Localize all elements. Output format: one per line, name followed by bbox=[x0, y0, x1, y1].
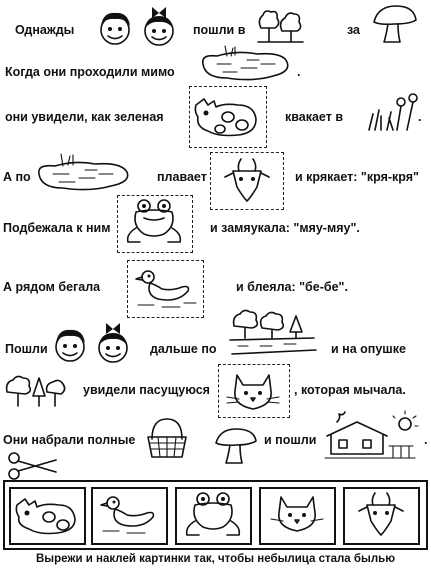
story-text: они увидели, как зеленая bbox=[5, 110, 164, 124]
house-icon bbox=[323, 410, 419, 462]
frog-picture-slot bbox=[117, 195, 193, 253]
mushroom-icon bbox=[212, 425, 260, 467]
cutout-card-frog[interactable] bbox=[175, 487, 252, 545]
trees-icon bbox=[3, 370, 69, 410]
story-text: плавает bbox=[157, 170, 207, 184]
story-text: увидели пасущуюся bbox=[83, 383, 210, 397]
story-text: Подбежала к ним bbox=[3, 221, 111, 235]
scissors-icon bbox=[6, 452, 62, 480]
cutout-card-duck[interactable] bbox=[91, 487, 168, 545]
basket-icon bbox=[144, 415, 190, 461]
story-text: и замяукала: "мяу-мяу". bbox=[210, 221, 360, 235]
story-text: и крякает: "кря-кря" bbox=[295, 170, 419, 184]
cutout-card-cat[interactable] bbox=[259, 487, 336, 545]
boy-face-icon bbox=[50, 325, 90, 365]
story-text: дальше по bbox=[150, 342, 217, 356]
boy-face-icon bbox=[95, 10, 135, 46]
cutout-card-cow[interactable] bbox=[9, 487, 86, 545]
story-text: А по bbox=[3, 170, 31, 184]
instruction-caption: Вырежи и наклей картинки так, чтобы небы… bbox=[35, 553, 396, 565]
story-text: за bbox=[347, 23, 361, 37]
pond-icon bbox=[33, 150, 133, 196]
girl-face-icon bbox=[92, 320, 134, 366]
story-text: . bbox=[418, 110, 422, 124]
story-text: . bbox=[297, 65, 301, 79]
story-text: Когда они проходили мимо bbox=[5, 65, 175, 79]
cat-picture-slot bbox=[218, 364, 290, 418]
girl-face-icon bbox=[138, 4, 180, 48]
trees-icon bbox=[255, 6, 305, 44]
story-text: Однажды bbox=[15, 23, 75, 37]
cutout-strip bbox=[3, 480, 428, 550]
story-text: и пошли bbox=[264, 433, 317, 447]
story-text: Они набрали полные bbox=[3, 433, 136, 447]
story-text: А рядом бегала bbox=[3, 280, 101, 294]
story-text: пошли в bbox=[193, 23, 246, 37]
mushroom-icon bbox=[370, 2, 420, 46]
cow-picture-slot bbox=[189, 86, 267, 148]
road-trees-icon bbox=[228, 306, 318, 362]
story-text: и на опушке bbox=[331, 342, 406, 356]
goat-picture-slot bbox=[210, 152, 284, 210]
story-text: квакает в bbox=[285, 110, 344, 124]
cutout-card-goat[interactable] bbox=[343, 487, 420, 545]
pond-icon bbox=[197, 44, 293, 86]
story-text: , которая мычала. bbox=[294, 383, 406, 397]
story-text: Пошли bbox=[5, 342, 48, 356]
story-text: и блеяла: "бе-бе". bbox=[236, 280, 348, 294]
duck-picture-slot bbox=[127, 260, 204, 318]
grass-flowers-icon bbox=[363, 90, 423, 134]
story-text: . bbox=[424, 433, 428, 447]
